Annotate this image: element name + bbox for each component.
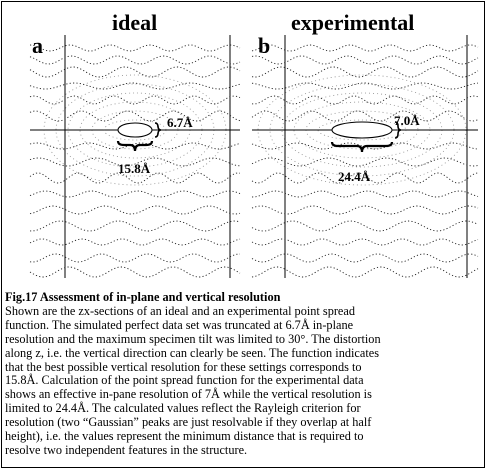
contour-line xyxy=(251,190,479,198)
contour-line xyxy=(251,253,479,263)
panel-a-title: ideal xyxy=(112,10,158,35)
panel-b-title: experimental xyxy=(291,10,415,35)
contour-line xyxy=(251,142,479,150)
contour-ring xyxy=(43,74,227,186)
contour-ring xyxy=(269,83,455,177)
contour-line xyxy=(29,238,241,246)
contour-line xyxy=(29,55,241,65)
contour-line xyxy=(29,95,241,105)
contour-line xyxy=(29,220,241,232)
panel-b-plot xyxy=(251,35,479,278)
psf-central-peak xyxy=(117,122,153,138)
contour-line xyxy=(29,142,241,150)
psf-figure xyxy=(29,35,479,278)
contour-line xyxy=(29,172,241,184)
contour-line xyxy=(251,266,479,278)
caption-line: resolution (two “Gaussian” peaks are jus… xyxy=(5,415,372,430)
caption-line: resolve two independent features in the … xyxy=(5,442,248,457)
psf-central-peak xyxy=(331,121,393,139)
contour-line xyxy=(29,253,241,263)
contour-line xyxy=(29,82,241,90)
contour-line xyxy=(251,95,479,105)
panel-a-vertical-resolution: 6.7Å xyxy=(167,115,193,130)
contour-ring xyxy=(317,119,407,141)
caption-line: along z, i.e. the vertical direction can… xyxy=(5,345,379,360)
panel-b-letter: b xyxy=(258,33,271,58)
vertical-brace xyxy=(394,121,402,139)
caption-line: shows an effective in-pane resolution of… xyxy=(5,387,372,402)
contour-ring xyxy=(103,119,167,141)
horizontal-brace xyxy=(330,141,394,153)
contour-ring xyxy=(55,83,215,177)
panel-a-plot xyxy=(29,35,241,278)
contour-line xyxy=(251,66,479,78)
panel-a-horizontal-resolution: 15.8Å xyxy=(118,161,151,176)
contour-line xyxy=(29,66,241,78)
caption-line: limited to 24.4Å. The calculated values … xyxy=(5,401,361,416)
caption-line: resolution and the maximum specimen tilt… xyxy=(5,331,381,346)
contour-ring xyxy=(79,101,191,159)
panel-a-letter: a xyxy=(32,33,43,58)
contour-ring xyxy=(91,110,179,150)
caption-line: that the best possible vertical resoluti… xyxy=(5,359,362,374)
contour-ring xyxy=(293,101,431,159)
contour-line xyxy=(251,157,479,167)
contour-line xyxy=(251,205,479,215)
panel-b-horizontal-resolution: 24.4Å xyxy=(338,169,371,184)
contour-ring xyxy=(67,92,203,168)
caption-line: 15.8Å. Calculation of the point spread f… xyxy=(5,373,364,388)
contour-line xyxy=(29,157,241,167)
vertical-brace xyxy=(154,122,162,138)
contour-line xyxy=(29,110,241,122)
caption-line: function. The simulated perfect data set… xyxy=(5,317,354,332)
contour-line xyxy=(29,190,241,198)
contour-ring xyxy=(281,92,443,168)
contour-line xyxy=(251,44,479,52)
caption-line: Shown are the zx-sections of an ideal an… xyxy=(5,303,355,318)
caption-title: Fig.17 Assessment of in-plane and vertic… xyxy=(5,290,281,304)
contour-line xyxy=(251,110,479,122)
contour-line xyxy=(251,82,479,90)
contour-line xyxy=(251,55,479,65)
contour-line xyxy=(29,205,241,215)
panel-b-vertical-resolution: 7.0Å xyxy=(394,113,420,128)
contour-ring xyxy=(305,110,419,150)
contour-line xyxy=(251,220,479,232)
figure-caption: Fig.17 Assessment of in-plane and vertic… xyxy=(5,290,481,458)
contour-line xyxy=(29,266,241,278)
contour-line xyxy=(251,238,479,246)
contour-ring xyxy=(257,74,467,186)
contour-line xyxy=(29,44,241,52)
horizontal-brace xyxy=(116,140,154,152)
caption-line: height), i.e. the values represent the m… xyxy=(5,429,364,444)
caption-body: Shown are the zx-sections of an ideal an… xyxy=(5,303,481,458)
